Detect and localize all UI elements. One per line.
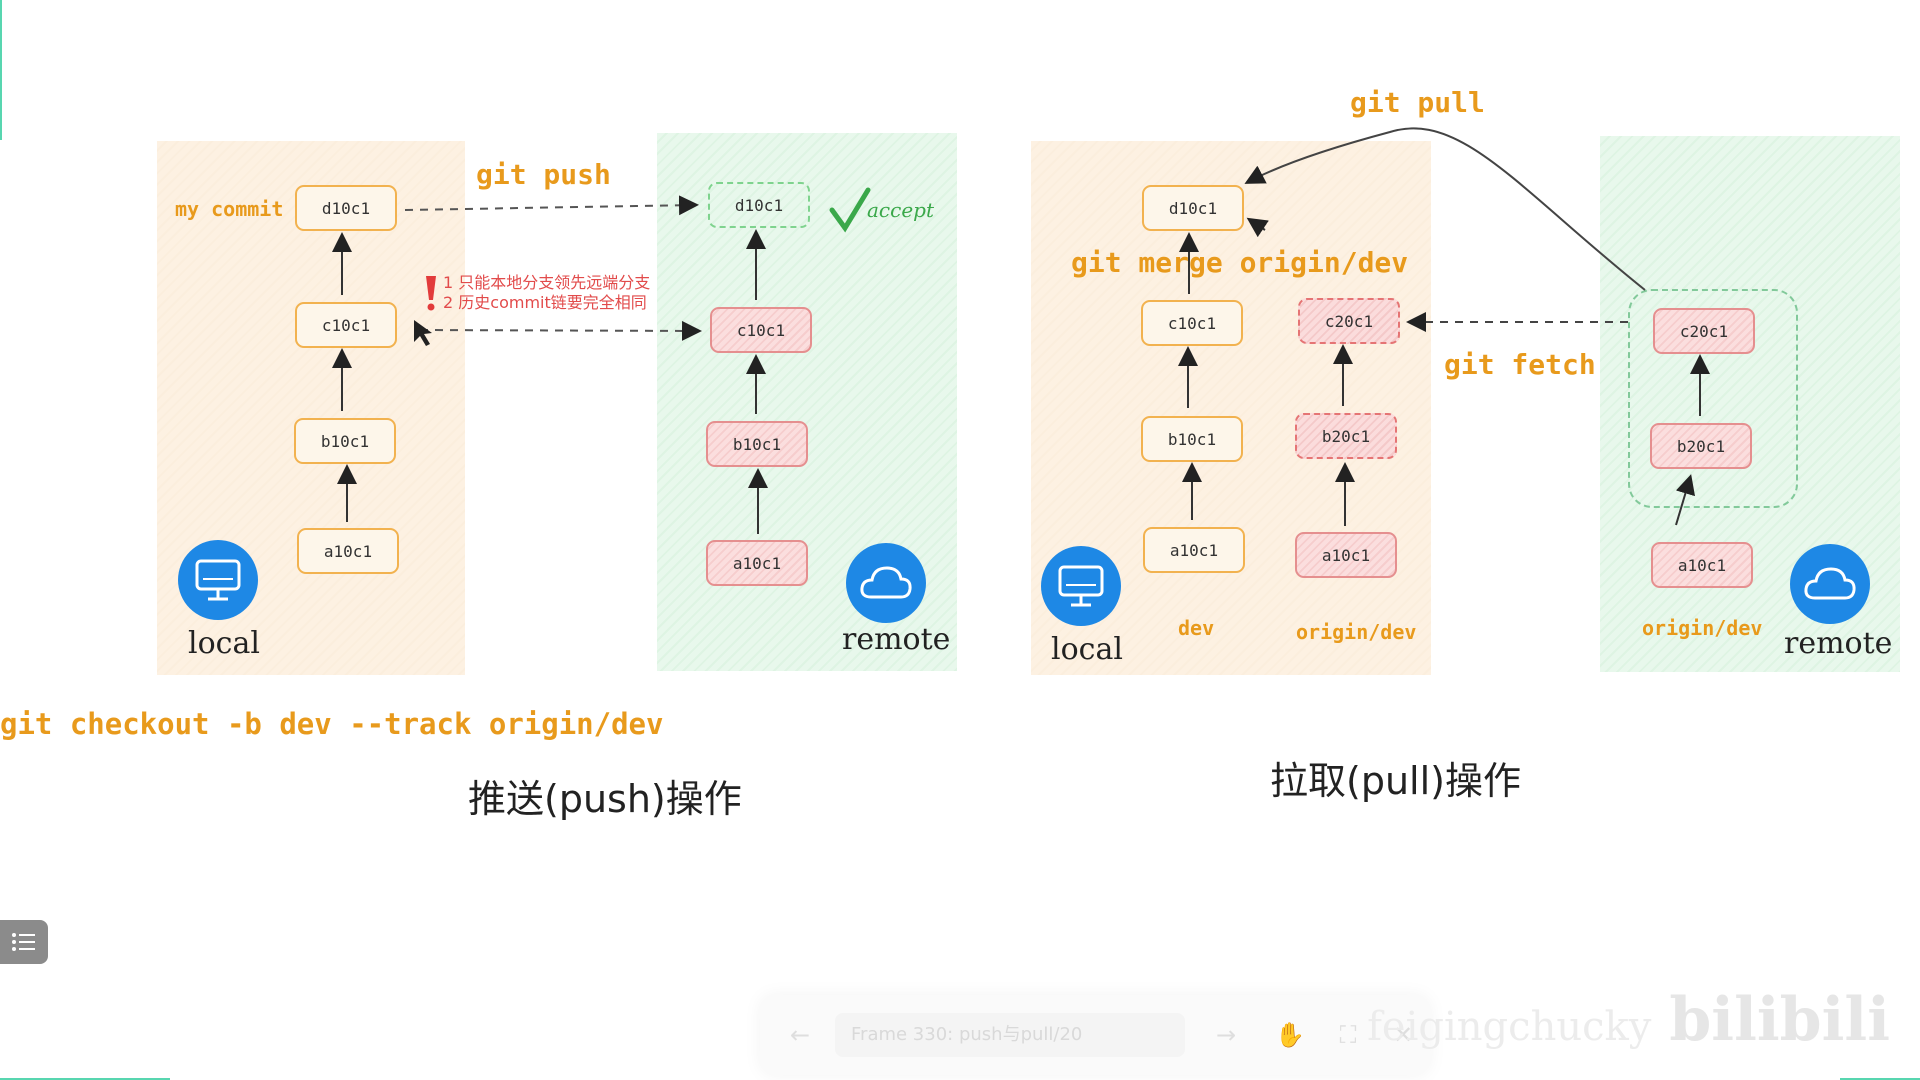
hand-tool-button[interactable]: ✋ (1275, 1021, 1305, 1049)
remote-origin-dev-label: origin/dev (1642, 616, 1763, 640)
next-frame-button[interactable]: → (1215, 1021, 1237, 1049)
push-remote-icon (846, 543, 926, 623)
push-local-node-a: a10c1 (297, 528, 399, 574)
frame-indicator[interactable]: Frame 330: push与pull/20 (835, 1013, 1185, 1057)
pull-dev-node-a: a10c1 (1143, 527, 1245, 573)
my-commit-label: my commit (175, 197, 284, 221)
push-caption: 推送(push)操作 (468, 777, 742, 821)
pull-dev-node-d: d10c1 (1142, 185, 1244, 231)
accent-line (0, 0, 2, 140)
push-local-node-c: c10c1 (295, 302, 397, 348)
pull-remote-icon (1790, 544, 1870, 624)
origin-dev-label: origin/dev (1296, 620, 1417, 644)
pull-dev-node-b: b10c1 (1141, 416, 1243, 462)
push-remote-node-a: a10c1 (706, 540, 808, 586)
pull-origin-node-c20: c20c1 (1298, 298, 1400, 344)
push-local-node-b: b10c1 (294, 418, 396, 464)
prev-frame-button[interactable]: ← (789, 1021, 811, 1049)
pull-dev-node-c: c10c1 (1141, 300, 1243, 346)
outline-menu-button[interactable] (0, 920, 48, 964)
pull-remote-node-a10: a10c1 (1651, 542, 1753, 588)
push-remote-label: remote (842, 622, 951, 657)
pull-caption: 拉取(pull)操作 (1270, 759, 1521, 803)
pull-remote-node-c20: c20c1 (1653, 308, 1755, 354)
checkout-command: git checkout -b dev --track origin/dev (0, 707, 664, 741)
list-icon (12, 933, 35, 951)
bilibili-logo: bilibili (1669, 985, 1890, 1055)
presentation-toolbar: ← Frame 330: push与pull/20 → ✋ ⛶ ✕ (760, 995, 1430, 1075)
push-local-label: local (188, 626, 260, 661)
pull-remote-dashed-group (1628, 289, 1798, 508)
pull-remote-label: remote (1784, 626, 1893, 661)
accept-label: accept (867, 198, 935, 222)
pull-origin-node-a10: a10c1 (1295, 532, 1397, 578)
push-remote-node-b: b10c1 (706, 421, 808, 467)
git-fetch-label: git fetch (1444, 348, 1596, 381)
warning-line-2: 2 历史commit链要完全相同 (443, 293, 647, 312)
pull-local-label: local (1051, 632, 1123, 667)
cloud-icon (860, 566, 912, 599)
close-button[interactable]: ✕ (1392, 1021, 1414, 1049)
cloud-icon (1804, 567, 1856, 600)
git-pull-label: git pull (1350, 86, 1485, 119)
dev-branch-label: dev (1178, 616, 1215, 640)
pull-local-icon (1041, 546, 1121, 626)
monitor-icon (195, 559, 241, 601)
accent-line (1840, 1078, 1920, 1080)
push-local-icon (178, 540, 258, 620)
pull-remote-node-b20: b20c1 (1650, 423, 1752, 469)
accent-line (0, 1078, 170, 1080)
push-remote-node-d: d10c1 (708, 182, 810, 228)
git-push-label: git push (476, 158, 611, 191)
fit-screen-button[interactable]: ⛶ (1339, 1021, 1357, 1049)
pull-origin-node-b20: b20c1 (1295, 413, 1397, 459)
push-remote-node-c: c10c1 (710, 307, 812, 353)
watermark: feigingchucky bilibili (1367, 985, 1890, 1055)
git-merge-label: git merge origin/dev (1071, 246, 1409, 279)
warning-line-1: 1 只能本地分支领先远端分支 (443, 273, 651, 292)
push-local-node-d: d10c1 (295, 185, 397, 231)
monitor-icon (1058, 565, 1104, 607)
watermark-author: feigingchucky (1367, 1004, 1652, 1050)
